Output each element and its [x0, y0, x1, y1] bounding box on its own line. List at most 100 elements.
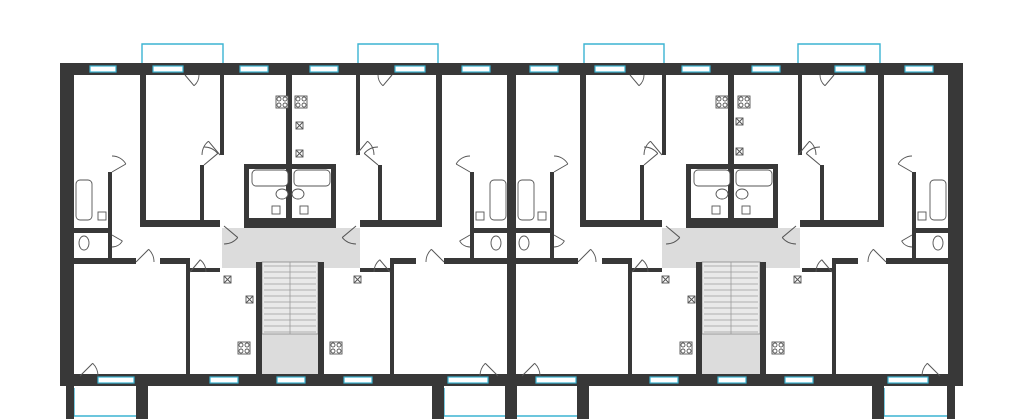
toilet-icon	[518, 235, 530, 251]
window-icon	[276, 376, 306, 384]
stove-icon	[715, 95, 729, 109]
window-icon	[834, 65, 866, 73]
window-icon	[239, 65, 269, 73]
top-windows	[89, 65, 934, 73]
door-swing-icon	[425, 248, 445, 263]
door-swing-icon	[455, 155, 471, 173]
door-swing-icon	[373, 259, 391, 273]
balcony-icon	[443, 388, 505, 417]
stove-icon	[294, 95, 308, 109]
window-icon	[209, 376, 239, 384]
door-swing-icon	[459, 234, 471, 248]
door-swing-icon	[631, 259, 649, 273]
door-swing-icon	[189, 259, 207, 273]
window-icon	[529, 65, 559, 73]
door-swing-icon	[901, 234, 913, 248]
bathtub-icon	[517, 179, 535, 221]
door-swing-icon	[897, 155, 913, 173]
window-icon	[461, 65, 491, 73]
vent-icon	[353, 275, 362, 284]
door-swing-icon	[203, 146, 219, 166]
bathtub-icon	[75, 179, 93, 221]
sink-icon	[299, 205, 309, 215]
balcony-icon	[797, 43, 881, 66]
interior-walls-section-1	[74, 63, 516, 386]
window-icon	[89, 65, 117, 73]
bathtub-icon	[293, 169, 331, 187]
door-swing-icon	[479, 362, 499, 377]
door-swing-icon	[815, 259, 833, 273]
window-icon	[681, 65, 711, 73]
door-swing-icon	[643, 140, 663, 156]
kitchen-fixtures	[223, 95, 802, 355]
bathtub-icon	[693, 169, 731, 187]
toilet-icon	[715, 188, 729, 200]
window-icon	[97, 376, 135, 384]
stove-icon	[679, 341, 693, 355]
door-swing-icon	[629, 74, 645, 87]
bathtub-icon	[489, 179, 507, 221]
bathroom-fixtures	[75, 169, 947, 251]
door-swing-icon	[921, 362, 941, 377]
toilet-icon	[490, 235, 502, 251]
door-swing-icon	[377, 74, 393, 87]
bathtub-icon	[251, 169, 289, 187]
window-icon	[309, 65, 339, 73]
sink-icon	[97, 211, 107, 221]
window-icon	[535, 376, 577, 384]
vent-icon	[735, 147, 744, 156]
bathtub-icon	[929, 179, 947, 221]
toilet-icon	[932, 235, 944, 251]
door-swing-icon	[223, 225, 239, 245]
sink-icon	[917, 211, 927, 221]
door-swing-icon	[553, 234, 565, 248]
stove-icon	[275, 95, 289, 109]
stove-icon	[771, 341, 785, 355]
window-icon	[904, 65, 934, 73]
window-icon	[394, 65, 426, 73]
vent-icon	[687, 295, 696, 304]
door-swing-icon	[553, 155, 569, 173]
door-swing-icon	[577, 248, 597, 263]
door-swing-icon	[184, 74, 200, 87]
interior-walls-section-2	[516, 75, 948, 374]
vent-icon	[793, 275, 802, 284]
vent-icon	[735, 117, 744, 126]
vent-icon	[245, 295, 254, 304]
door-swing-icon	[111, 155, 127, 173]
stove-icon	[237, 341, 251, 355]
balcony-icon	[883, 388, 947, 417]
vent-icon	[295, 149, 304, 158]
window-icon	[887, 376, 929, 384]
sink-icon	[271, 205, 281, 215]
bottom-windows	[97, 376, 929, 384]
window-icon	[649, 376, 679, 384]
bathtub-icon	[735, 169, 773, 187]
stove-icon	[329, 341, 343, 355]
window-icon	[447, 376, 489, 384]
toilet-icon	[735, 188, 749, 200]
top-balconies	[141, 43, 881, 66]
sink-icon	[475, 211, 485, 221]
sink-icon	[537, 211, 547, 221]
vent-icon	[223, 275, 232, 284]
door-swing-icon	[135, 248, 155, 263]
window-icon	[152, 65, 184, 73]
door-swing-icon	[341, 225, 357, 245]
balcony-icon	[515, 388, 577, 417]
sink-icon	[741, 205, 751, 215]
stove-icon	[737, 95, 751, 109]
window-icon	[594, 65, 626, 73]
door-swing-icon	[201, 140, 221, 156]
balcony-icon	[73, 388, 136, 417]
toilet-icon	[291, 188, 305, 200]
door-swing-icon	[665, 225, 681, 245]
window-icon	[343, 376, 373, 384]
window-icon	[784, 376, 814, 384]
vent-icon	[295, 121, 304, 130]
door-swing-icon	[521, 362, 541, 377]
balcony-icon	[583, 43, 665, 66]
door-swing-icon	[643, 146, 659, 166]
door-swing-icon	[819, 74, 835, 87]
